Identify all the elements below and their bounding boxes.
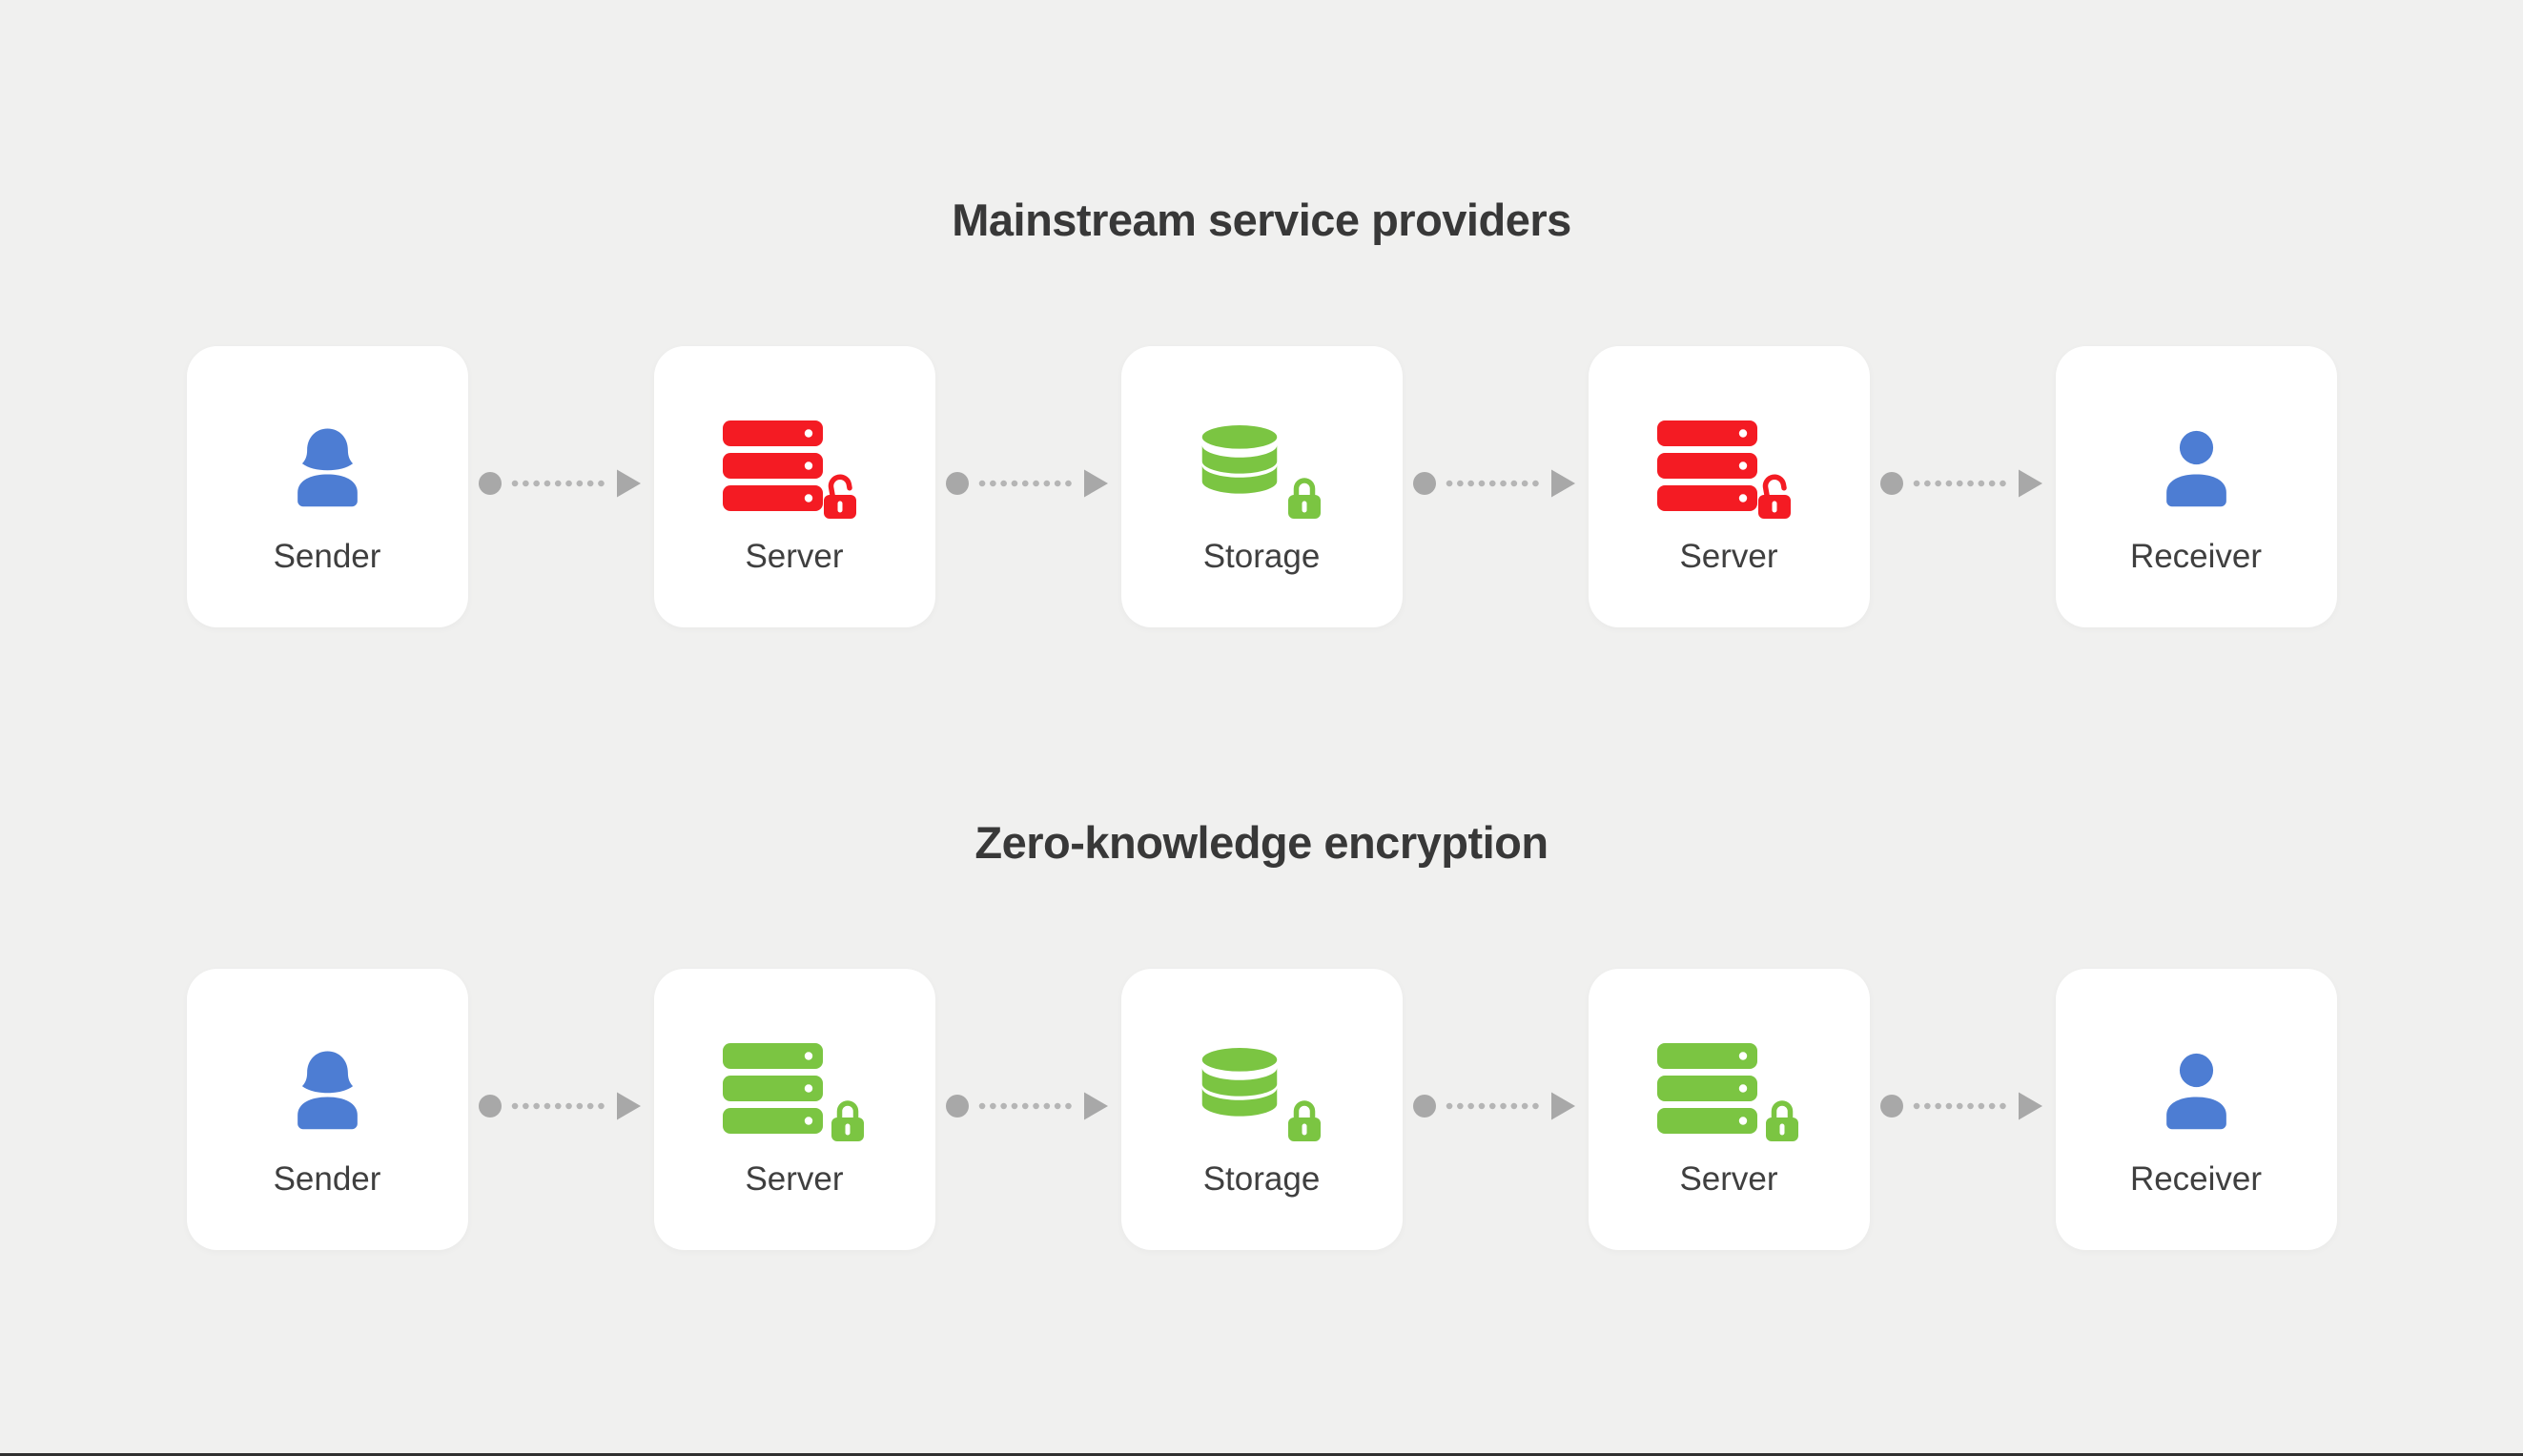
section-title-mainstream: Mainstream service providers <box>952 195 1571 245</box>
node-card-receiver: Receiver <box>2055 969 2337 1250</box>
node-card-storage: Storage <box>1120 969 1403 1250</box>
database-icon <box>1200 419 1280 512</box>
person-male-icon <box>2151 420 2242 511</box>
person-male-icon <box>2151 1043 2242 1134</box>
node-card-server: Server <box>1588 969 1870 1250</box>
lock-closed-icon <box>829 1097 867 1142</box>
server-icon <box>1656 420 1757 511</box>
node-label: Server <box>1679 1160 1778 1198</box>
server-icon <box>1656 1042 1757 1134</box>
lock-open-icon <box>1757 474 1801 520</box>
node-card-receiver: Receiver <box>2055 346 2337 627</box>
dotted-arrow-connector <box>468 1085 654 1127</box>
section-title-zero-knowledge: Zero-knowledge encryption <box>974 817 1549 868</box>
node-label: Sender <box>273 1160 381 1198</box>
lock-closed-icon <box>1285 1097 1323 1142</box>
node-label: Receiver <box>2129 1160 2263 1198</box>
dotted-arrow-connector <box>1870 1085 2056 1127</box>
node-label: Sender <box>273 538 381 575</box>
dotted-arrow-connector <box>1870 462 2056 504</box>
dotted-arrow-connector <box>468 462 654 504</box>
node-card-sender: Sender <box>186 969 468 1250</box>
node-card-server: Server <box>653 346 935 627</box>
lock-closed-icon <box>1285 474 1323 520</box>
section-zero-knowledge-encryption: Zero-knowledge encryption Sender Server St… <box>0 627 2523 1250</box>
dotted-arrow-connector <box>1403 462 1589 504</box>
node-card-sender: Sender <box>186 346 468 627</box>
database-icon <box>1200 1041 1280 1135</box>
lock-open-icon <box>823 474 867 520</box>
person-female-icon <box>282 1043 373 1134</box>
node-label: Storage <box>1202 1160 1321 1198</box>
node-card-server: Server <box>1588 346 1870 627</box>
node-card-server: Server <box>653 969 935 1250</box>
node-label: Server <box>745 1160 844 1198</box>
node-label: Server <box>1679 538 1778 575</box>
section-mainstream-service-providers: Mainstream service providers Sender Serve… <box>0 0 2523 627</box>
flow-row-mainstream: Sender Server Storage Server Receiver <box>0 346 2523 627</box>
server-icon <box>722 420 823 511</box>
dotted-arrow-connector <box>1403 1085 1589 1127</box>
dotted-arrow-connector <box>935 462 1121 504</box>
node-card-storage: Storage <box>1120 346 1403 627</box>
node-label: Server <box>745 538 844 575</box>
person-female-icon <box>282 420 373 511</box>
server-icon <box>722 1042 823 1134</box>
flow-row-zero-knowledge: Sender Server Storage Server Receiver <box>0 969 2523 1250</box>
node-label: Receiver <box>2129 538 2263 575</box>
node-label: Storage <box>1202 538 1321 575</box>
bottom-edge-line <box>0 1453 2523 1456</box>
lock-closed-icon <box>1763 1097 1801 1142</box>
dotted-arrow-connector <box>935 1085 1121 1127</box>
